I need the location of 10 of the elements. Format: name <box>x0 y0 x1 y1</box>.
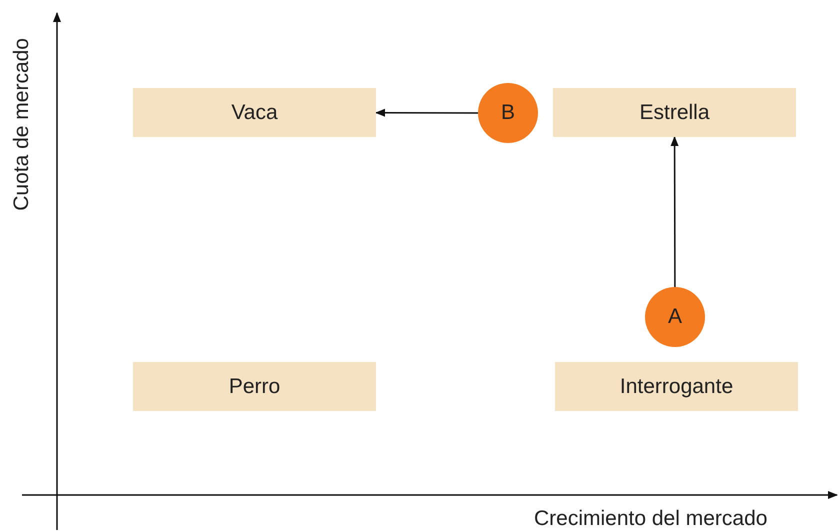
axis-title: Cuota de mercado <box>10 38 34 211</box>
quadrant-box: Estrella <box>553 88 796 137</box>
axis-title: Crecimiento del mercado <box>534 507 768 531</box>
quadrant-box: Perro <box>133 362 376 411</box>
quadrant-box: Interrogante <box>555 362 798 411</box>
arrow <box>670 136 679 287</box>
quadrant-box: Vaca <box>133 88 376 137</box>
marker-circle: B <box>478 83 538 143</box>
arrow <box>375 108 478 117</box>
marker-circle: A <box>645 287 705 347</box>
